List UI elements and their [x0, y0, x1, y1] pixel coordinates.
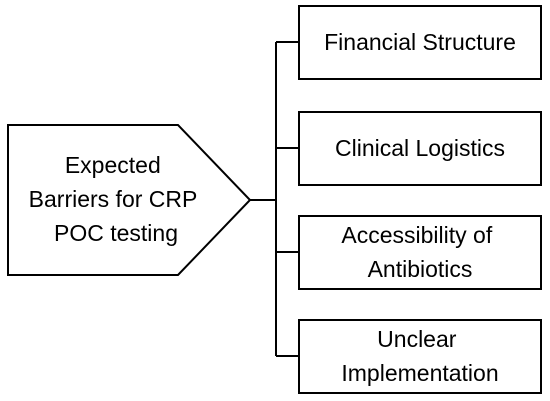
connector-lines: [250, 41, 299, 357]
barrier-label-accessibility-of-antibiotics: Accessibility of Antibiotics: [341, 222, 498, 282]
source-line-3: POC testing: [54, 220, 178, 246]
barrier-3-line-2: Antibiotics: [368, 256, 473, 282]
source-line-1: Expected: [65, 152, 161, 178]
source-label: Expected Barriers for CRP POC testing: [29, 152, 204, 246]
barrier-box-financial-structure: [298, 5, 542, 80]
barrier-1-line-1: Financial Structure: [324, 29, 516, 55]
barrier-box-unclear-implementation: [298, 319, 542, 394]
barrier-label-financial-structure: Financial Structure: [324, 29, 516, 55]
barrier-4-line-2: Implementation: [341, 360, 498, 386]
barrier-3-line-1: Accessibility of: [341, 222, 492, 248]
barrier-2-line-1: Clinical Logistics: [335, 135, 505, 161]
barrier-4-line-1: Unclear: [377, 326, 457, 352]
source-line-2: Barriers for CRP: [29, 186, 197, 212]
barrier-box-clinical-logistics: [298, 111, 542, 186]
barrier-box-accessibility-of-antibiotics: [298, 215, 542, 290]
source-arrow-shape: [7, 124, 252, 276]
barrier-label-unclear-implementation: Unclear Implementation: [341, 326, 498, 386]
barrier-label-clinical-logistics: Clinical Logistics: [335, 135, 505, 161]
